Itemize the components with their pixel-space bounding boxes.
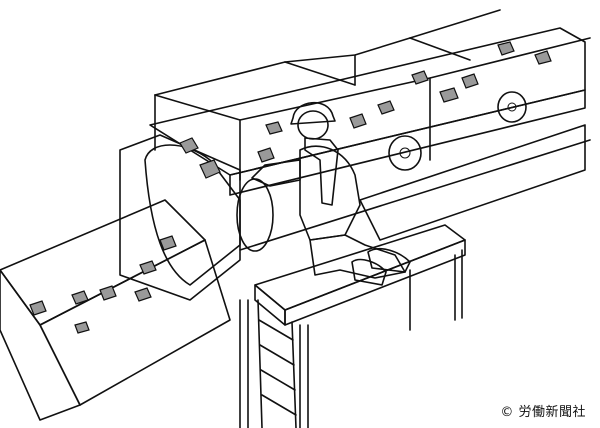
ore-rock <box>71 290 89 305</box>
hard-hat-icon <box>290 101 336 125</box>
grating-platform <box>254 224 466 326</box>
ore-rocks <box>29 41 552 334</box>
support-posts <box>239 249 463 428</box>
ore-rock <box>179 137 199 154</box>
ore-rock <box>265 121 283 135</box>
transfer-chute <box>119 134 274 301</box>
ore-rock <box>99 285 117 301</box>
ore-rock <box>134 287 152 302</box>
ore-rock <box>411 70 429 85</box>
ore-rock <box>439 87 459 103</box>
upper-conveyor <box>149 27 586 241</box>
ore-rock <box>461 73 479 89</box>
ore-rock <box>377 100 395 115</box>
ore-rock <box>139 260 157 275</box>
ore-rock <box>257 147 275 163</box>
ore-rock <box>349 113 367 129</box>
ladder <box>257 299 297 428</box>
worker-figure <box>251 101 411 286</box>
steel-frame <box>154 9 591 251</box>
ore-rock <box>74 321 90 334</box>
ore-rock <box>497 41 515 56</box>
ore-rock <box>159 235 177 251</box>
ore-rock <box>534 50 552 65</box>
copyright-credit: © 労働新聞社 <box>500 405 586 420</box>
ore-rock <box>199 159 221 179</box>
ore-rock <box>29 300 47 316</box>
roller <box>388 135 422 171</box>
roller <box>497 91 527 123</box>
